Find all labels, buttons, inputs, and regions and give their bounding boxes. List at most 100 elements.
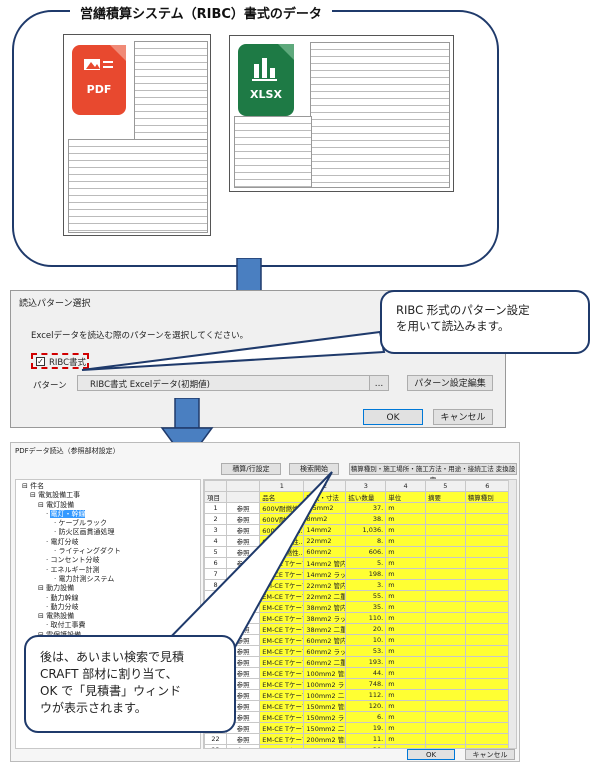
expand-icon[interactable]: ⊟ — [30, 491, 39, 500]
table-cell[interactable]: 1,036. — [345, 524, 387, 536]
table-row[interactable]: 17参照EM-CE Tケーブ...100mm2 ラック748.m — [204, 678, 511, 690]
expand-icon[interactable]: ⊟ — [38, 612, 47, 621]
checkbox-check-icon[interactable]: ✓ — [36, 357, 45, 366]
tree-item[interactable]: · 電灯分岐 — [16, 538, 200, 547]
expand-icon[interactable]: ⊟ — [38, 500, 47, 509]
table-cell[interactable] — [464, 733, 511, 745]
expand-icon[interactable]: · — [46, 602, 51, 611]
table-cell[interactable] — [424, 634, 466, 646]
table-cell[interactable]: EM-CE Tケーブ... — [259, 700, 305, 712]
table-cell[interactable]: m — [385, 689, 426, 701]
tree-item[interactable]: · 動力幹線 — [16, 594, 200, 603]
expand-icon[interactable]: · — [46, 565, 51, 574]
table-cell[interactable] — [464, 513, 511, 525]
expand-icon[interactable]: ⊟ — [38, 631, 46, 639]
table-cell[interactable] — [464, 568, 511, 580]
table-cell[interactable]: m — [385, 700, 426, 712]
table-cell[interactable] — [424, 667, 466, 679]
table-cell[interactable] — [464, 502, 511, 514]
tree-item[interactable]: · ケーブルラック — [16, 519, 200, 528]
table-cell[interactable]: 100mm2 二... — [303, 689, 347, 701]
expand-icon[interactable]: · — [54, 528, 59, 537]
table-cell[interactable]: m — [385, 557, 426, 569]
table-row[interactable]: 8参照EM-CE Tケーブ...22mm2 管内3.m — [204, 579, 511, 591]
table-cell[interactable] — [424, 612, 466, 624]
expand-icon[interactable]: · — [46, 593, 51, 602]
table-cell[interactable]: m — [385, 634, 426, 646]
table-cell[interactable] — [464, 700, 511, 712]
table-cell[interactable] — [424, 557, 466, 569]
tree-item[interactable]: · ライティングダクト — [16, 547, 200, 556]
table-cell[interactable]: 20. — [345, 744, 387, 748]
table-cell[interactable]: 100mm2 管内 — [303, 667, 347, 679]
table-cell[interactable] — [424, 700, 466, 712]
table-cell[interactable]: 3. — [345, 579, 387, 591]
tree-item[interactable]: · エネルギー計測 — [16, 566, 200, 575]
table-cell[interactable]: 44. — [345, 667, 387, 679]
table-cell[interactable]: 5. — [345, 557, 387, 569]
table-cell[interactable]: m — [385, 733, 426, 745]
table-cell[interactable] — [464, 667, 511, 679]
tree-item[interactable]: · 防火区画貫通処理 — [16, 528, 200, 537]
table-row[interactable]: 19参照EM-CE Tケーブ...150mm2 管内120.m — [204, 700, 511, 712]
expand-icon[interactable]: · — [54, 519, 59, 528]
table-row[interactable]: 21参照EM-CE Tケーブ...150mm2 二...19.m — [204, 722, 511, 734]
table-cell[interactable]: 150mm2 管内 — [303, 700, 347, 712]
table-cell[interactable] — [424, 568, 466, 580]
pdf-ok-button[interactable]: OK — [407, 749, 455, 760]
tree-item[interactable]: ⊟ 雷保護設備 — [16, 631, 200, 640]
table-cell[interactable]: m — [385, 656, 426, 668]
table-cell[interactable] — [464, 535, 511, 547]
table-cell[interactable] — [464, 678, 511, 690]
table-cell[interactable] — [424, 502, 466, 514]
table-cell[interactable] — [464, 634, 511, 646]
table-row[interactable]: 20参照EM-CE Tケーブ...150mm2 ラック6.m — [204, 711, 511, 723]
table-cell[interactable]: m — [385, 502, 426, 514]
takeover-button[interactable]: 積算/行設定 — [221, 463, 281, 475]
column-header[interactable]: 積算種別 — [464, 491, 511, 503]
table-cell[interactable]: m — [385, 513, 426, 525]
table-cell[interactable]: 35. — [345, 601, 387, 613]
table-cell[interactable] — [464, 612, 511, 624]
table-cell[interactable]: 193. — [345, 656, 387, 668]
table-cell[interactable] — [424, 601, 466, 613]
table-cell[interactable]: m — [385, 612, 426, 624]
table-cell[interactable] — [464, 590, 511, 602]
tree-item[interactable]: ⊟ 件名 — [16, 482, 200, 491]
table-cell[interactable] — [464, 722, 511, 734]
table-cell[interactable] — [464, 579, 511, 591]
table-cell[interactable] — [424, 733, 466, 745]
table-cell[interactable] — [424, 645, 466, 657]
table-cell[interactable] — [424, 546, 466, 558]
table-row[interactable]: 16参照EM-CE Tケーブ...100mm2 管内44.m — [204, 667, 511, 679]
tree-item[interactable]: ⊟ 電気設備工事 — [16, 491, 200, 500]
expand-icon[interactable]: ⊟ — [38, 584, 47, 593]
pattern-select[interactable]: RIBC書式 Excelデータ(初期値) — [77, 375, 375, 391]
table-cell[interactable]: EM-CE Tケーブ... — [259, 645, 305, 657]
table-cell[interactable] — [424, 623, 466, 635]
expand-icon[interactable]: · — [46, 556, 51, 565]
table-cell[interactable] — [424, 656, 466, 668]
table-cell[interactable]: m — [385, 601, 426, 613]
table-cell[interactable]: EM-CE Tケーブ... — [259, 689, 305, 701]
table-cell[interactable]: 55. — [345, 590, 387, 602]
table-cell[interactable]: m — [385, 645, 426, 657]
table-cell[interactable]: m — [385, 590, 426, 602]
expand-icon[interactable]: · — [54, 547, 59, 556]
table-cell[interactable]: m — [385, 623, 426, 635]
table-cell[interactable]: EM-CE Tケーブ... — [259, 733, 305, 745]
table-cell[interactable]: 150mm2 ラック — [303, 711, 347, 723]
table-cell[interactable]: 60mm2 ラック — [303, 645, 347, 657]
tree-item[interactable]: ⊟ 動力設備 — [16, 584, 200, 593]
column-header[interactable]: 拡い数量 — [345, 491, 387, 503]
pdf-cancel-button[interactable]: キャンセル — [465, 749, 515, 760]
table-cell[interactable]: 23 — [204, 744, 228, 748]
table-cell[interactable]: m — [385, 524, 426, 536]
table-cell[interactable]: m — [385, 579, 426, 591]
conversion-settings-button[interactable]: 積算種別・施工場所・施工方法・用途・接続工法 変換設定 — [349, 463, 517, 484]
table-cell[interactable]: EM-CE Tケーブ... — [259, 744, 305, 748]
table-cell[interactable] — [464, 711, 511, 723]
table-cell[interactable]: 606. — [345, 546, 387, 558]
table-cell[interactable] — [464, 524, 511, 536]
